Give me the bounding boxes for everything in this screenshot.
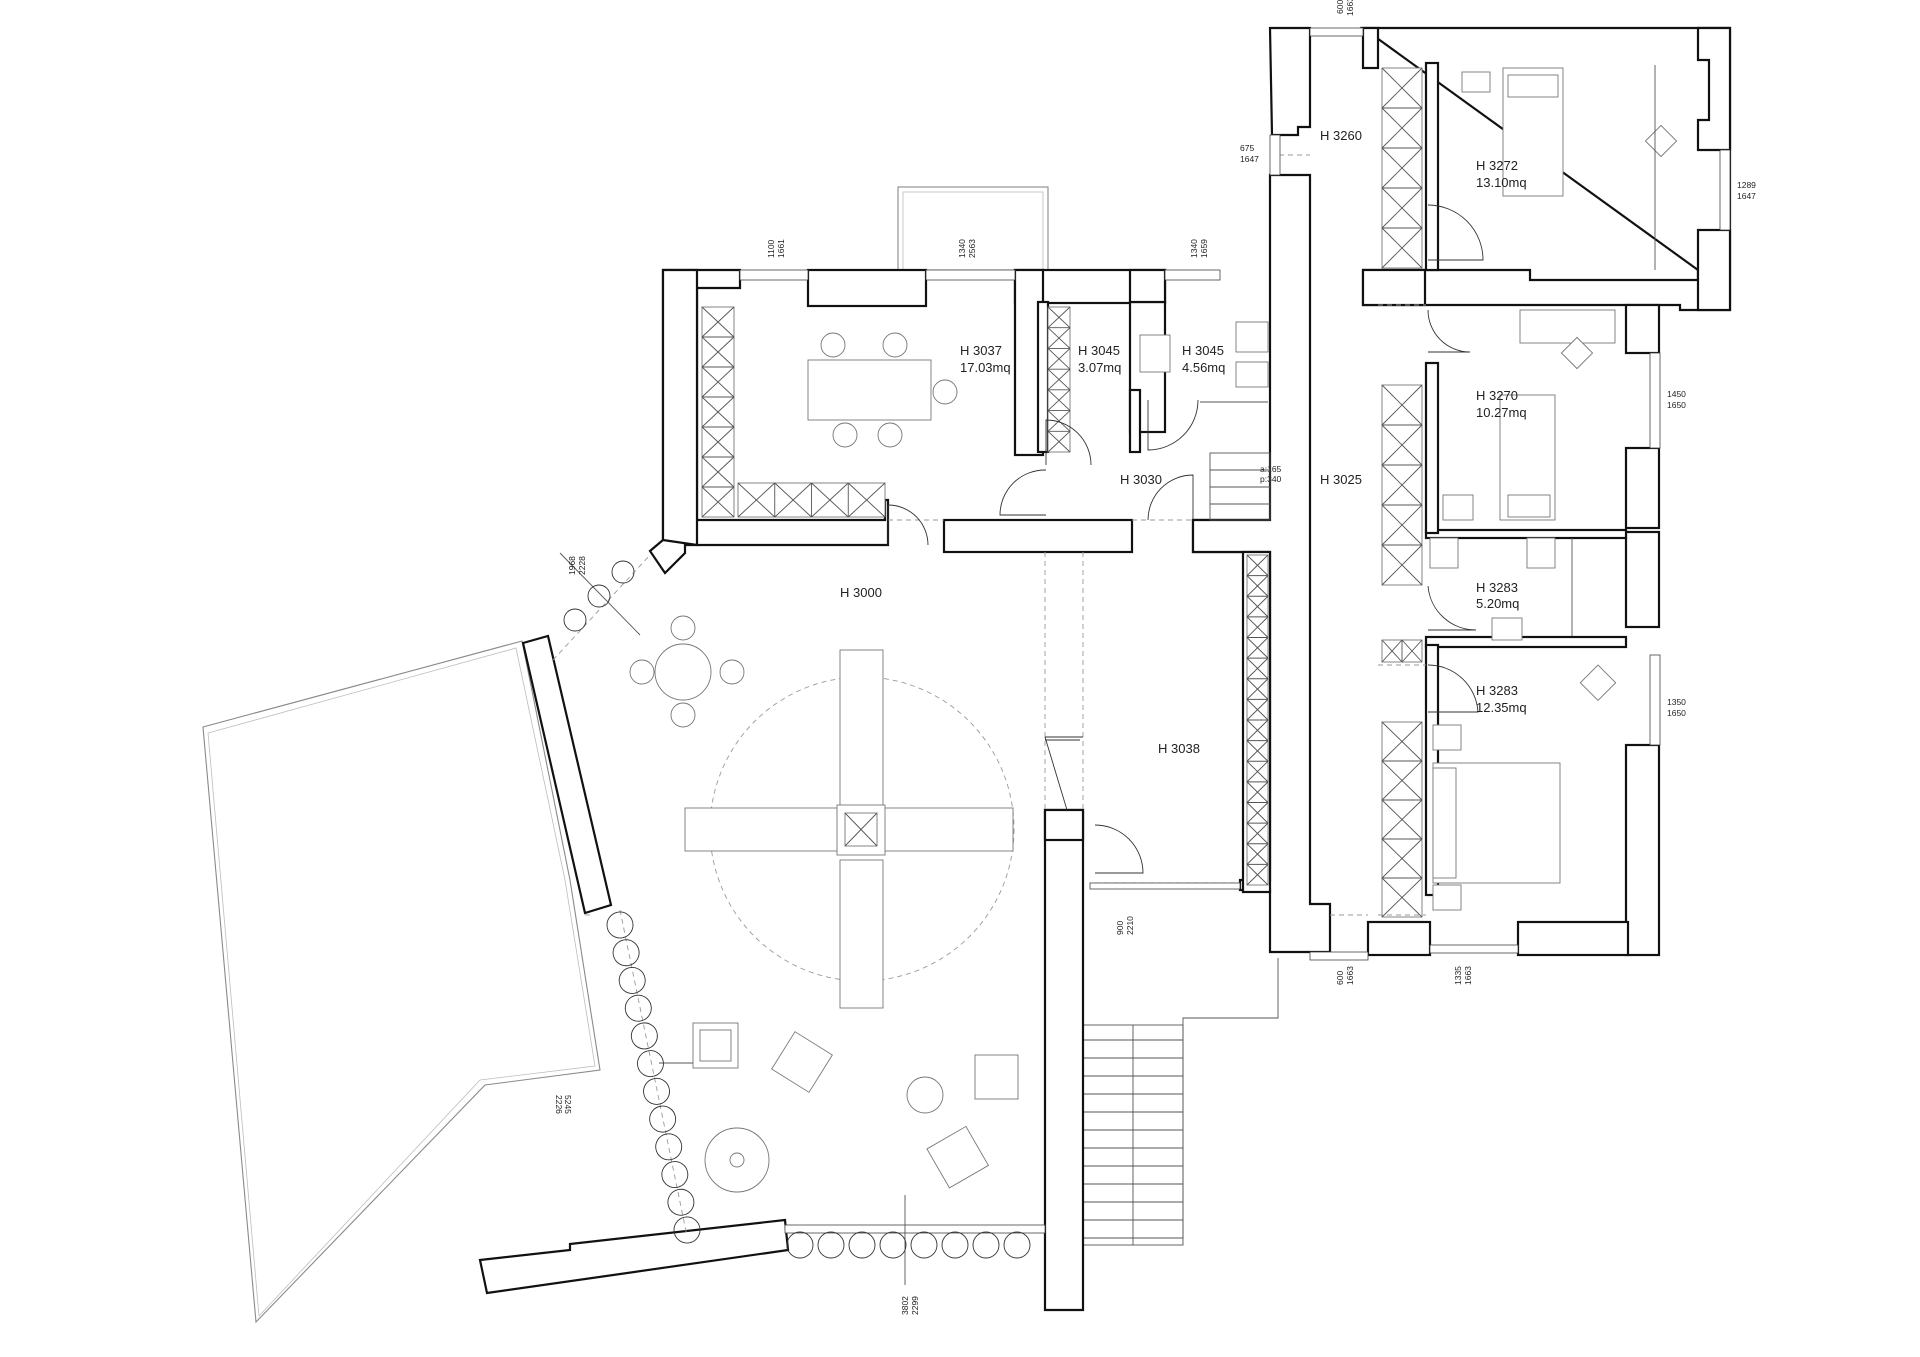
room-area-h3045a: 3.07mq	[1078, 360, 1121, 375]
room-area-h3270: 10.27mq	[1476, 405, 1527, 420]
stair-note-1: a:165	[1260, 464, 1282, 474]
wardrobe	[701, 306, 735, 518]
dim-bottom-600: 600	[1335, 971, 1345, 985]
dim-1663c: 1663	[1463, 966, 1473, 985]
dim-1340a: 1340	[957, 239, 967, 258]
windows	[559, 27, 1731, 1285]
dim-3802: 3802	[900, 1296, 910, 1315]
room-code-h3037: H 3037	[960, 343, 1002, 358]
room-code-h3045b: H 3045	[1182, 343, 1224, 358]
doors	[887, 204, 1484, 874]
dim-2226: 2226	[554, 1095, 564, 1114]
walls	[478, 26, 1732, 1312]
dim-1968: 1968	[567, 556, 577, 575]
wardrobe	[1381, 67, 1423, 269]
wardrobe	[1047, 306, 1071, 453]
dim-2228: 2228	[577, 556, 587, 575]
storage-units	[701, 67, 1423, 918]
dim-1650b: 1650	[1667, 708, 1686, 718]
room-code-h3038: H 3038	[1158, 741, 1200, 756]
wardrobe	[1246, 554, 1269, 886]
dim-1450: 1450	[1667, 389, 1686, 399]
glass-doors	[563, 560, 1031, 1259]
dim-1647b: 1647	[1737, 191, 1756, 201]
dim-900: 900	[1115, 921, 1125, 935]
dim-1335: 1335	[1453, 966, 1463, 985]
wardrobe	[1381, 721, 1423, 918]
dim-2563: 2563	[967, 239, 977, 258]
room-code-h3045a: H 3045	[1078, 343, 1120, 358]
dim-5245: 5245	[563, 1095, 573, 1114]
dim-1100: 1100	[766, 239, 776, 258]
room-code-h3283b: H 3283	[1476, 683, 1518, 698]
room-code-h3260: H 3260	[1320, 128, 1362, 143]
dim-2299: 2299	[910, 1296, 920, 1315]
room-code-h3025: H 3025	[1320, 472, 1362, 487]
furniture	[629, 65, 1678, 1193]
room-code-h3030: H 3030	[1120, 472, 1162, 487]
dim-2210: 2210	[1125, 916, 1135, 935]
dim-1289: 1289	[1737, 180, 1756, 190]
stair-note-2: p:340	[1260, 474, 1282, 484]
room-code-h3270: H 3270	[1476, 388, 1518, 403]
room-code-h3272: H 3272	[1476, 158, 1518, 173]
interior-stair	[1209, 452, 1271, 521]
dim-1650a: 1650	[1667, 400, 1686, 410]
room-code-h3283a: H 3283	[1476, 580, 1518, 595]
dim-1659: 1659	[1199, 239, 1209, 258]
room-area-h3283b: 12.35mq	[1476, 700, 1527, 715]
wardrobe	[737, 482, 886, 518]
dim-bottom-1663: 1663	[1345, 966, 1355, 985]
dim-1350: 1350	[1667, 697, 1686, 707]
room-area-h3045b: 4.56mq	[1182, 360, 1225, 375]
wardrobe	[1381, 384, 1423, 586]
dimension-labels: 600 1663 1100 1661 1340 2563 1340 1659 6…	[554, 0, 1756, 1315]
room-code-h3000: H 3000	[840, 585, 882, 600]
dim-1340b: 1340	[1189, 239, 1199, 258]
dim-1647a: 1647	[1240, 154, 1259, 164]
room-area-h3272: 13.10mq	[1476, 175, 1527, 190]
dim-top-1663: 1663	[1345, 0, 1355, 16]
terrace	[202, 640, 601, 1324]
dim-1661: 1661	[776, 239, 786, 258]
room-area-h3037: 17.03mq	[960, 360, 1011, 375]
room-labels: H 3037 17.03mq H 3045 3.07mq H 3045 4.56…	[840, 128, 1527, 756]
dim-top-600: 600	[1335, 0, 1345, 14]
dim-675: 675	[1240, 143, 1254, 153]
room-area-h3283a: 5.20mq	[1476, 596, 1519, 611]
exterior-stairs	[1082, 958, 1279, 1246]
wardrobe	[1381, 639, 1423, 663]
